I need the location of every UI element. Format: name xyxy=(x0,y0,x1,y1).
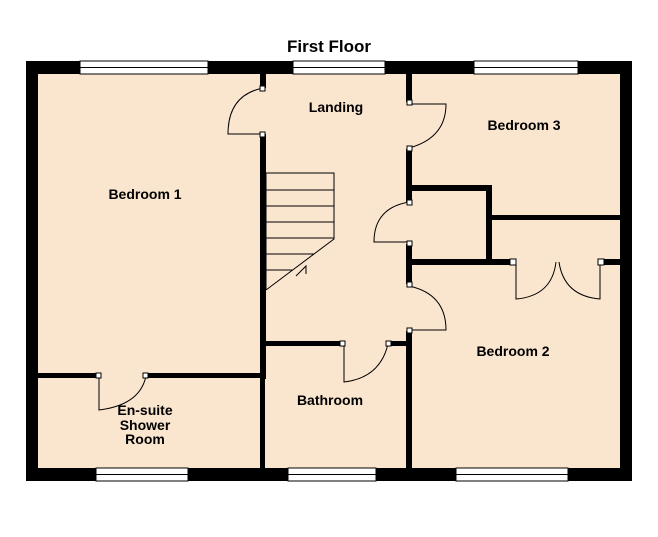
room-label-bathroom: Bathroom xyxy=(297,392,363,408)
door-bedroom2 xyxy=(406,281,447,334)
staircase xyxy=(265,172,335,291)
room-label-landing: Landing xyxy=(309,99,363,115)
interior-walls xyxy=(38,74,620,468)
window-top-landing xyxy=(292,60,386,75)
room-label-ensuite-3: Room xyxy=(125,431,165,447)
door-wardrobe xyxy=(509,258,605,300)
door-bathroom xyxy=(339,340,392,383)
window-bottom-bathroom xyxy=(287,467,377,482)
window-top-bedroom1 xyxy=(79,60,209,75)
room-label-bedroom1: Bedroom 1 xyxy=(108,186,181,202)
window-bottom-ensuite xyxy=(95,467,189,482)
door-ensuite xyxy=(95,372,149,411)
floor-area xyxy=(38,74,620,468)
room-label-ensuite-2: Shower xyxy=(120,417,171,433)
room-label-ensuite-1: En-suite xyxy=(117,402,172,418)
plan-title: First Floor xyxy=(287,37,371,56)
door-bedroom3 xyxy=(406,99,447,152)
door-bedroom1 xyxy=(227,85,266,138)
room-label-bedroom3: Bedroom 3 xyxy=(487,117,560,133)
window-top-bedroom3 xyxy=(473,60,579,75)
door-cupboard xyxy=(373,199,413,247)
window-bottom-bedroom2 xyxy=(455,467,569,482)
room-label-bedroom2: Bedroom 2 xyxy=(476,343,549,359)
